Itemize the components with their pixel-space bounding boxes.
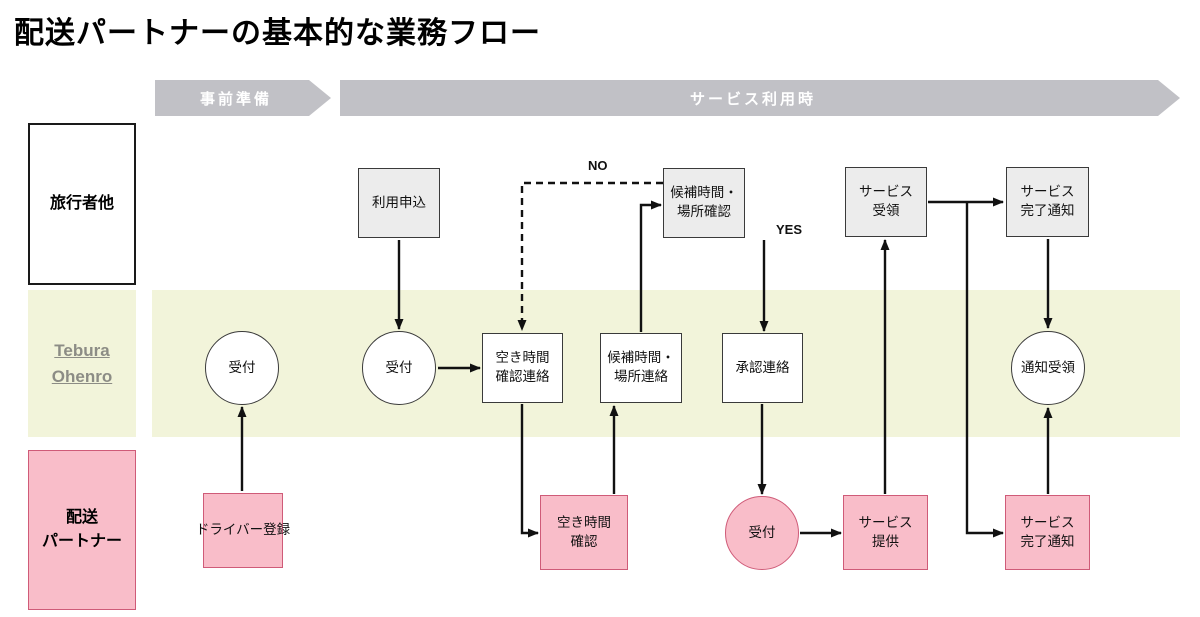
phase-banner-preparation-label: 事前準備 bbox=[199, 90, 272, 108]
node-candidate-time-place-confirm-label: 候補時間・ 場所確認 bbox=[670, 185, 738, 219]
node-reception-3-label: 受付 bbox=[748, 524, 776, 540]
node-service-completion-notice-traveler: サービス 完了通知 bbox=[1006, 167, 1089, 237]
node-availability-contact-label: 空き時間 確認連絡 bbox=[495, 350, 550, 384]
lane-label-traveler-text: 旅行者他 bbox=[49, 195, 114, 212]
node-availability-check-label: 空き時間 確認 bbox=[557, 514, 611, 549]
page-title: 配送パートナーの基本的な業務フロー bbox=[14, 17, 541, 50]
lane-label-delivery-partner: 配送 パートナー bbox=[28, 450, 136, 610]
node-service-receive: サービス 受領 bbox=[845, 167, 927, 237]
node-availability-check: 空き時間 確認 bbox=[540, 495, 628, 570]
lane-label-tebura-ohenro: Tebura Ohenro bbox=[28, 290, 136, 437]
node-reception-3: 受付 bbox=[725, 496, 799, 570]
node-reception-1: 受付 bbox=[205, 331, 279, 405]
lane-label-delivery-partner-text: 配送 パートナー bbox=[41, 509, 122, 550]
node-reception-1-label: 受付 bbox=[228, 359, 256, 375]
phase-banner-service-label: サービス利用時 bbox=[689, 90, 816, 108]
node-service-completion-notice-partner: サービス 完了通知 bbox=[1005, 495, 1090, 570]
node-candidate-time-place-confirm: 候補時間・ 場所確認 bbox=[663, 168, 745, 238]
node-reception-2: 受付 bbox=[362, 331, 436, 405]
node-notice-receive-label: 通知受領 bbox=[1021, 359, 1075, 375]
no-label: NO bbox=[588, 158, 608, 173]
lane-label-traveler: 旅行者他 bbox=[28, 123, 136, 285]
node-driver-register: ドライバー登録 bbox=[196, 493, 290, 568]
node-service-completion-notice-traveler-label: サービス 完了通知 bbox=[1020, 184, 1075, 218]
yes-label: YES bbox=[776, 222, 803, 237]
node-candidate-time-place-contact: 候補時間・ 場所連絡 bbox=[600, 333, 682, 403]
node-notice-receive: 通知受領 bbox=[1011, 331, 1085, 405]
node-reception-2-label: 受付 bbox=[385, 359, 413, 375]
node-availability-contact: 空き時間 確認連絡 bbox=[482, 333, 563, 403]
node-apply: 利用申込 bbox=[358, 168, 440, 238]
phase-banner-service: サービス利用時 bbox=[340, 80, 1180, 116]
node-apply-label: 利用申込 bbox=[372, 194, 426, 210]
node-approval-contact: 承認連絡 bbox=[722, 333, 803, 403]
node-driver-register-label: ドライバー登録 bbox=[195, 522, 291, 538]
lane-label-tebura-ohenro-text: Tebura Ohenro bbox=[51, 341, 113, 386]
node-candidate-time-place-contact-label: 候補時間・ 場所連絡 bbox=[607, 350, 675, 384]
node-approval-contact-label: 承認連絡 bbox=[735, 359, 790, 375]
node-service-completion-notice-partner-label: サービス 完了通知 bbox=[1020, 514, 1075, 549]
phase-banner-preparation: 事前準備 bbox=[155, 80, 331, 116]
node-service-provide-label: サービス 提供 bbox=[858, 514, 913, 549]
node-service-provide: サービス 提供 bbox=[843, 495, 928, 570]
node-service-receive-label: サービス 受領 bbox=[859, 184, 913, 218]
